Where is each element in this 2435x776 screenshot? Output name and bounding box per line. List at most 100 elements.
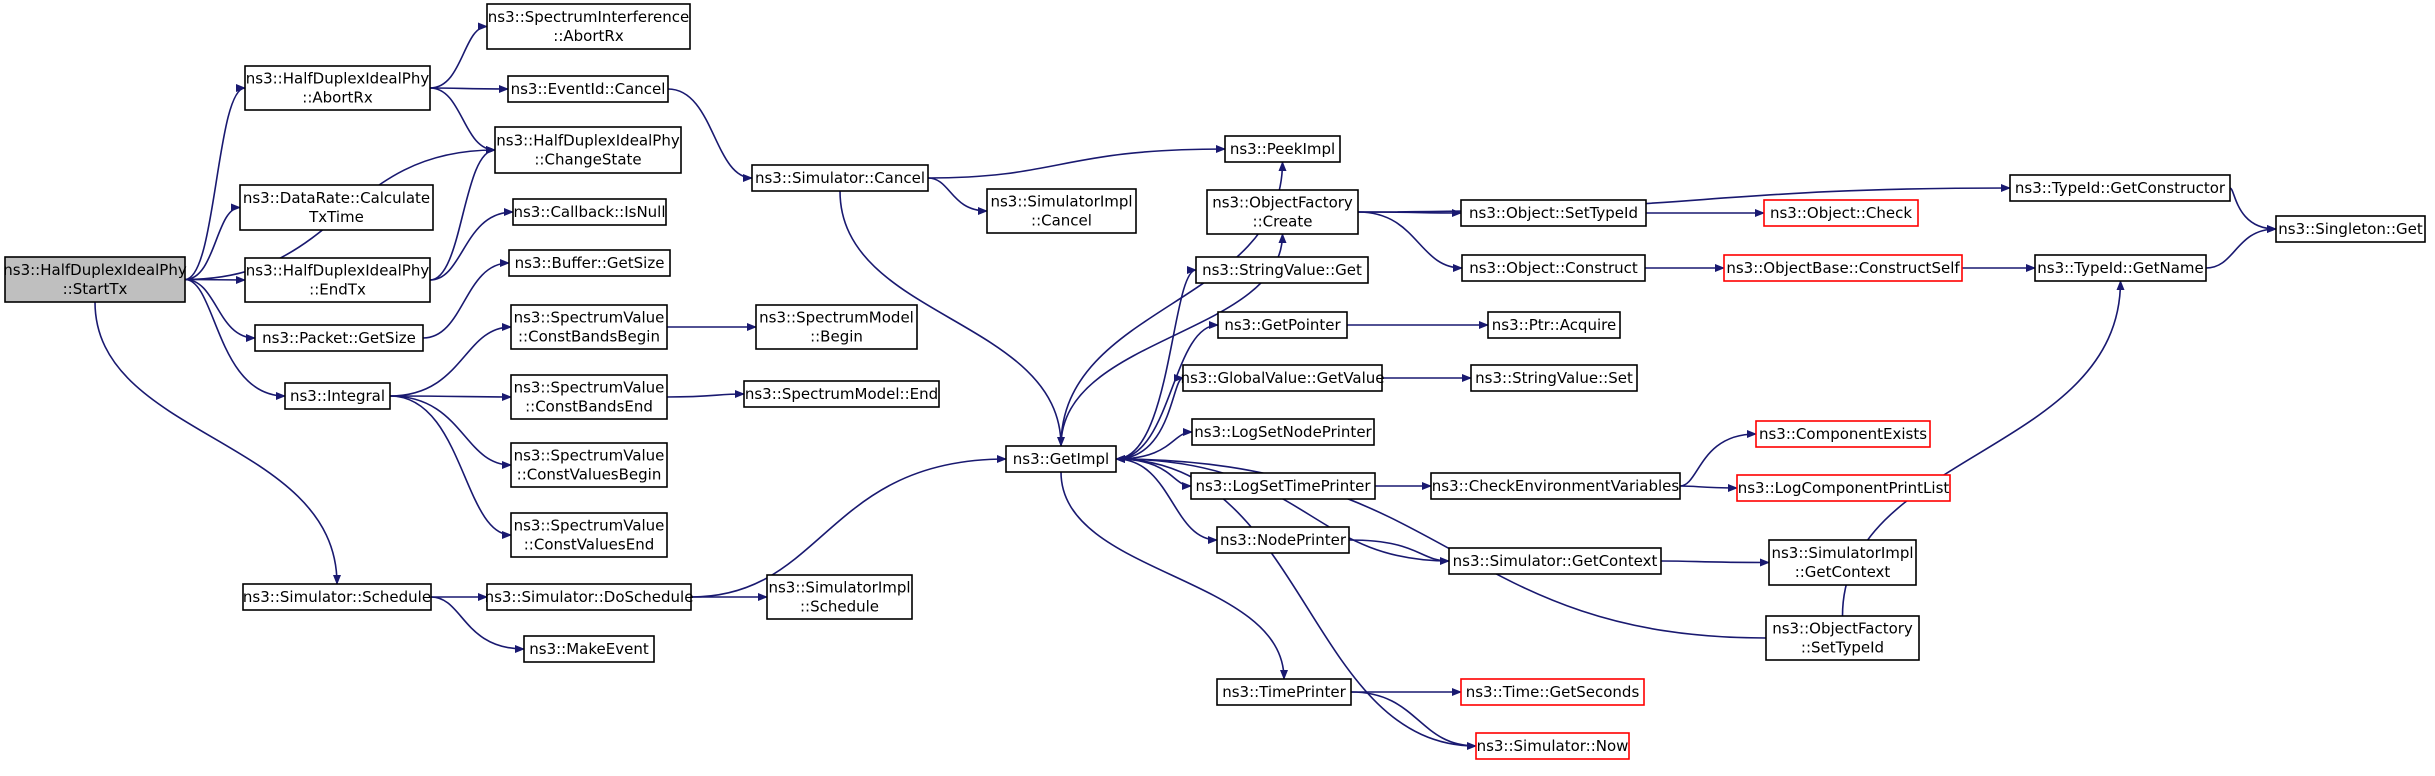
node-smend[interactable]: ns3::SpectrumModel::End xyxy=(743,380,940,408)
node-svget[interactable]: ns3::StringValue::Get xyxy=(1195,256,1369,284)
edge-getimpl-to-gvget xyxy=(1115,374,1184,460)
node-cbe[interactable]: ns3::SpectrumValue::ConstBandsEnd xyxy=(510,374,668,420)
node-dosched[interactable]: ns3::Simulator::DoSchedule xyxy=(485,583,694,611)
node-label: ::Cancel xyxy=(1031,212,1092,230)
node-box xyxy=(1763,199,1919,227)
node-getctx[interactable]: ns3::Simulator::GetContext xyxy=(1448,547,1662,575)
node-box xyxy=(4,256,186,303)
node-label: ns3::HalfDuplexIdealPhy xyxy=(496,132,680,150)
edge-starttx-to-endtx xyxy=(184,275,246,284)
node-label: ns3::NodePrinter xyxy=(1220,531,1347,549)
node-getptr[interactable]: ns3::GetPointer xyxy=(1217,311,1348,339)
node-box xyxy=(244,257,431,303)
edge-simnow-to-getimpl xyxy=(1115,455,1477,747)
node-box xyxy=(751,164,929,192)
node-label: ::StartTx xyxy=(63,280,128,298)
node-abortrx[interactable]: ns3::HalfDuplexIdealPhy::AbortRx xyxy=(244,65,431,111)
node-box xyxy=(254,324,424,352)
node-label: ns3::HalfDuplexIdealPhy xyxy=(3,261,187,279)
node-chstate[interactable]: ns3::HalfDuplexIdealPhy::ChangeState xyxy=(494,126,682,174)
node-box xyxy=(1460,199,1647,227)
node-simnow[interactable]: ns3::Simulator::Now xyxy=(1475,732,1630,760)
node-sched[interactable]: ns3::Simulator::Schedule xyxy=(242,583,432,611)
node-endtx[interactable]: ns3::HalfDuplexIdealPhy::EndTx xyxy=(244,257,431,303)
edge-getconstructor-to-singleton xyxy=(2229,187,2277,233)
node-box xyxy=(1005,445,1117,473)
node-cbb[interactable]: ns3::SpectrumValue::ConstBandsBegin xyxy=(510,304,668,350)
edge-getimpl-to-timeprinter xyxy=(1060,471,1288,680)
node-logprintlist[interactable]: ns3::LogComponentPrintList xyxy=(1736,474,1951,502)
node-label: ns3::Buffer::GetSize xyxy=(515,254,665,272)
node-sicancel[interactable]: ns3::SimulatorImpl::Cancel xyxy=(986,188,1137,234)
node-sigetctx[interactable]: ns3::SimulatorImpl::GetContext xyxy=(1768,539,1917,586)
node-label: ns3::SimulatorImpl xyxy=(990,193,1132,211)
edge-abortrx-to-chstate xyxy=(429,87,496,154)
node-ptracquire[interactable]: ns3::Ptr::Acquire xyxy=(1487,311,1621,339)
node-ofsettypeid[interactable]: ns3::ObjectFactory::SetTypeId xyxy=(1765,615,1920,661)
node-cve[interactable]: ns3::SpectrumValue::ConstValuesEnd xyxy=(510,512,668,558)
node-label: ns3::SpectrumModel::End xyxy=(745,385,938,403)
node-pktsize[interactable]: ns3::Packet::GetSize xyxy=(254,324,424,352)
node-objcheck[interactable]: ns3::Object::Check xyxy=(1763,199,1919,227)
node-siabort[interactable]: ns3::SpectrumInterference::AbortRx xyxy=(486,3,691,50)
node-box xyxy=(1487,311,1621,339)
node-label: ::ConstBandsEnd xyxy=(525,398,653,416)
node-sisched[interactable]: ns3::SimulatorImpl::Schedule xyxy=(766,574,913,620)
node-gvget[interactable]: ns3::GlobalValue::GetValue xyxy=(1180,364,1385,392)
edge-getimpl-to-nodeprinter xyxy=(1115,458,1218,544)
node-svset[interactable]: ns3::StringValue::Set xyxy=(1470,364,1638,392)
node-label: ns3::ObjectFactory xyxy=(1772,620,1913,638)
node-label: ns3::MakeEvent xyxy=(529,640,649,658)
node-label: ns3::ObjectFactory xyxy=(1212,194,1353,212)
edge-integral-to-cvb xyxy=(389,395,512,469)
node-peekimpl[interactable]: ns3::PeekImpl xyxy=(1224,135,1341,163)
node-integral[interactable]: ns3::Integral xyxy=(284,382,391,410)
edge-getimpl-to-lognode xyxy=(1115,428,1193,460)
node-box xyxy=(1755,420,1931,448)
node-isnull[interactable]: ns3::Callback::IsNull xyxy=(512,198,667,226)
node-getimpl[interactable]: ns3::GetImpl xyxy=(1005,445,1117,473)
node-label: ::Create xyxy=(1253,213,1313,231)
node-compexists[interactable]: ns3::ComponentExists xyxy=(1755,420,1931,448)
edge-simcancel-to-getimpl xyxy=(839,190,1065,447)
node-getseconds[interactable]: ns3::Time::GetSeconds xyxy=(1460,678,1645,706)
node-cvb[interactable]: ns3::SpectrumValue::ConstValuesBegin xyxy=(510,442,668,488)
node-singleton[interactable]: ns3::Singleton::Get xyxy=(2275,215,2426,243)
node-constructself[interactable]: ns3::ObjectBase::ConstructSelf xyxy=(1723,254,1963,282)
node-makeevent[interactable]: ns3::MakeEvent xyxy=(523,635,655,663)
node-label: ns3::TypeId::GetConstructor xyxy=(2015,179,2226,197)
node-getname[interactable]: ns3::TypeId::GetName xyxy=(2034,254,2207,282)
node-box xyxy=(1461,254,1646,282)
edge-cbe-to-smend xyxy=(666,390,745,399)
node-ofcreate[interactable]: ns3::ObjectFactory::Create xyxy=(1206,189,1359,235)
node-box xyxy=(1216,678,1352,706)
node-box xyxy=(1224,135,1341,163)
node-smbegin[interactable]: ns3::SpectrumModel::Begin xyxy=(755,304,918,350)
node-label: ns3::DataRate::Calculate xyxy=(243,189,430,207)
node-label: ns3::Integral xyxy=(290,387,385,405)
node-lognode[interactable]: ns3::LogSetNodePrinter xyxy=(1191,418,1375,446)
node-objconstruct[interactable]: ns3::Object::Construct xyxy=(1461,254,1646,282)
edge-endtx-to-chstate xyxy=(429,146,496,281)
edge-timeprinter-to-simnow xyxy=(1350,691,1477,750)
edge-starttx-to-sched xyxy=(94,301,341,585)
node-starttx[interactable]: ns3::HalfDuplexIdealPhy::StartTx xyxy=(3,256,187,303)
node-logtime[interactable]: ns3::LogSetTimePrinter xyxy=(1190,472,1376,500)
node-label: ::GetContext xyxy=(1795,563,1891,581)
node-box xyxy=(239,184,434,231)
node-simcancel[interactable]: ns3::Simulator::Cancel xyxy=(751,164,929,192)
node-settypeid[interactable]: ns3::Object::SetTypeId xyxy=(1460,199,1647,227)
node-box xyxy=(1195,256,1369,284)
node-timeprinter[interactable]: ns3::TimePrinter xyxy=(1216,678,1352,706)
node-label: ns3::HalfDuplexIdealPhy xyxy=(246,262,430,280)
node-evcancel[interactable]: ns3::EventId::Cancel xyxy=(507,75,669,103)
node-label: ns3::TimePrinter xyxy=(1222,683,1346,701)
node-label: ns3::Object::Check xyxy=(1770,204,1912,222)
node-bufsize[interactable]: ns3::Buffer::GetSize xyxy=(508,249,671,277)
node-label: ns3::EventId::Cancel xyxy=(511,80,666,98)
node-nodeprinter[interactable]: ns3::NodePrinter xyxy=(1216,526,1350,554)
node-checkenv[interactable]: ns3::CheckEnvironmentVariables xyxy=(1430,472,1681,500)
node-getconstructor[interactable]: ns3::TypeId::GetConstructor xyxy=(2009,174,2231,202)
node-box xyxy=(1723,254,1963,282)
